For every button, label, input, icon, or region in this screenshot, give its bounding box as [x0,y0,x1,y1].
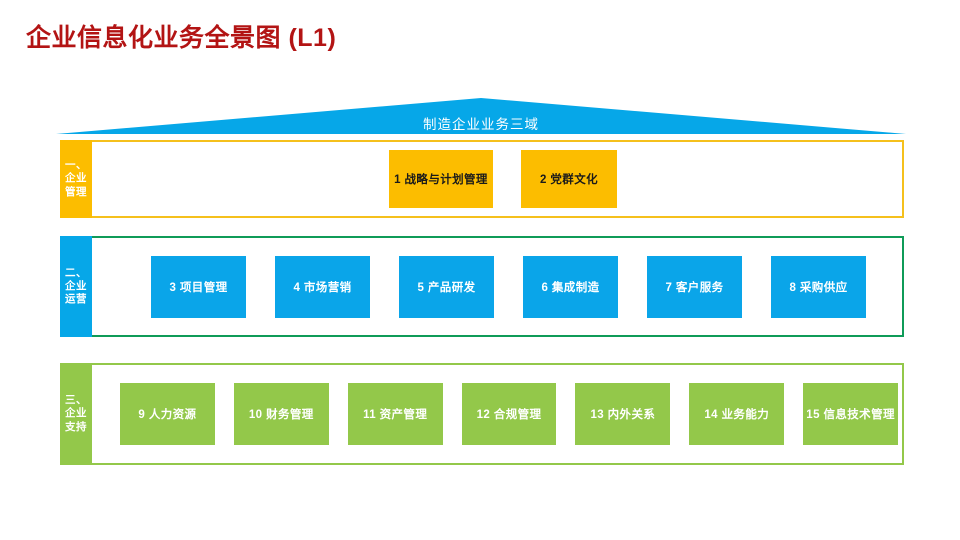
card-container-support: 9 人力资源 10 财务管理 11 资产管理 12 合规管理 13 内外关系 1… [96,365,899,463]
layer-tab-line: 管理 [65,185,87,198]
card-container-management: 1 战略与计划管理 2 党群文化 [96,142,898,216]
layer-tab-line: 三、 [65,394,87,407]
layer-row-support: 三、 企业 支持 9 人力资源 10 财务管理 11 资产管理 12 合规管理 … [60,363,904,465]
card-asset-management[interactable]: 11 资产管理 [347,383,443,445]
layer-tab-line: 一、 [65,159,87,172]
layer-tab-management: 一、 企业 管理 [60,140,92,218]
card-marketing[interactable]: 4 市场营销 [275,255,370,318]
roof-banner: 制造企业业务三域 [56,98,906,134]
card-integrated-manufacturing[interactable]: 6 集成制造 [523,255,618,318]
card-business-capability[interactable]: 14 业务能力 [689,383,785,445]
card-project-management[interactable]: 3 项目管理 [151,255,246,318]
page-title: 企业信息化业务全景图 (L1) [26,24,337,52]
card-customer-service[interactable]: 7 客户服务 [647,255,742,318]
layer-row-management: 一、 企业 管理 1 战略与计划管理 2 党群文化 [60,140,904,218]
layer-tab-support: 三、 企业 支持 [60,363,92,465]
layer-tab-line: 企业 [65,172,87,185]
layer-tab-line: 企业 [65,279,87,292]
card-finance-management[interactable]: 10 财务管理 [233,383,329,445]
layer-tab-line: 支持 [65,420,87,433]
card-container-operations: 3 项目管理 4 市场营销 5 产品研发 6 集成制造 7 客户服务 8 采购供… [96,238,898,335]
layer-tab-line: 运营 [65,293,87,306]
card-procurement-supply[interactable]: 8 采购供应 [771,255,866,318]
card-human-resources[interactable]: 9 人力资源 [120,383,215,445]
layer-tab-operations: 二、 企业 运营 [60,236,92,337]
card-product-rnd[interactable]: 5 产品研发 [399,255,494,318]
layer-row-operations: 二、 企业 运营 3 项目管理 4 市场营销 5 产品研发 6 集成制造 7 客… [60,236,904,337]
layer-tab-line: 二、 [65,266,87,279]
card-it-management[interactable]: 15 信息技术管理 [803,383,899,445]
roof-banner-label: 制造企业业务三域 [423,116,539,132]
card-internal-external-relations[interactable]: 13 内外关系 [575,383,671,445]
layer-tab-line: 企业 [65,407,87,420]
card-strategy-and-planning[interactable]: 1 战略与计划管理 [389,150,493,208]
card-party-and-culture[interactable]: 2 党群文化 [521,150,617,208]
card-compliance-management[interactable]: 12 合规管理 [461,383,557,445]
